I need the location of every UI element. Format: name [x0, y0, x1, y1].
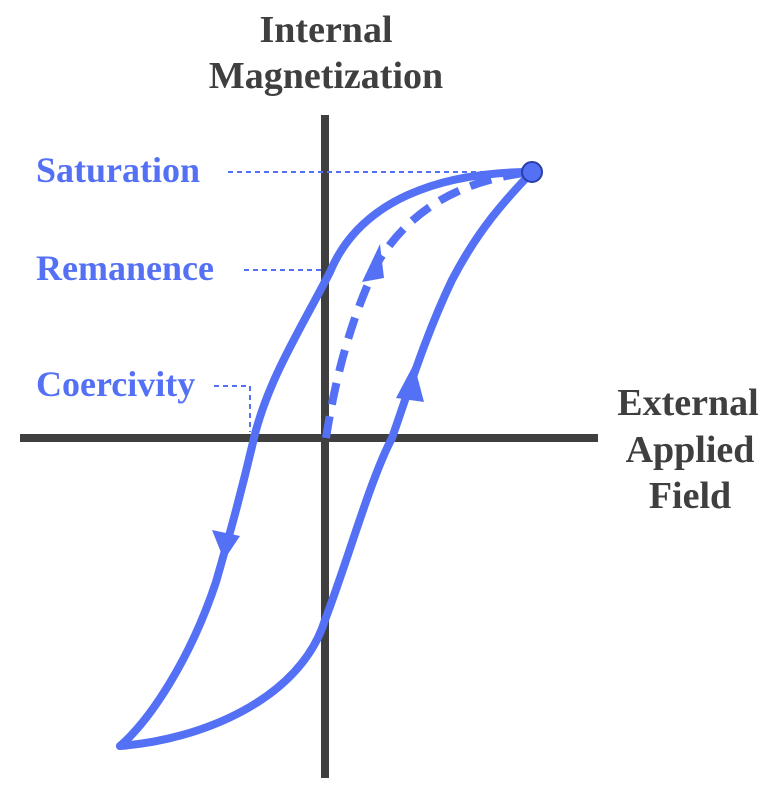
descending-branch-arrowhead [212, 530, 240, 560]
coercivity-label: Coercivity [36, 364, 195, 404]
y-axis-label-line-1: Internal [260, 9, 393, 51]
x-axis-label-line-2: Applied [626, 429, 755, 471]
saturation-point [521, 161, 543, 183]
remanence-label: Remanence [36, 248, 214, 288]
saturation-label: Saturation [36, 150, 200, 190]
descending-branch [116, 168, 536, 750]
x-axis-label-line-3: Field [649, 475, 731, 517]
x-axis-label-line-1: External [617, 382, 758, 424]
ascending-branch [116, 168, 536, 750]
coercivity-leader-line [214, 385, 251, 432]
ascending-branch-arrowhead [396, 364, 424, 402]
initial-curve-arrowhead [362, 244, 384, 282]
y-axis-label-line-2: Magnetization [209, 55, 443, 97]
